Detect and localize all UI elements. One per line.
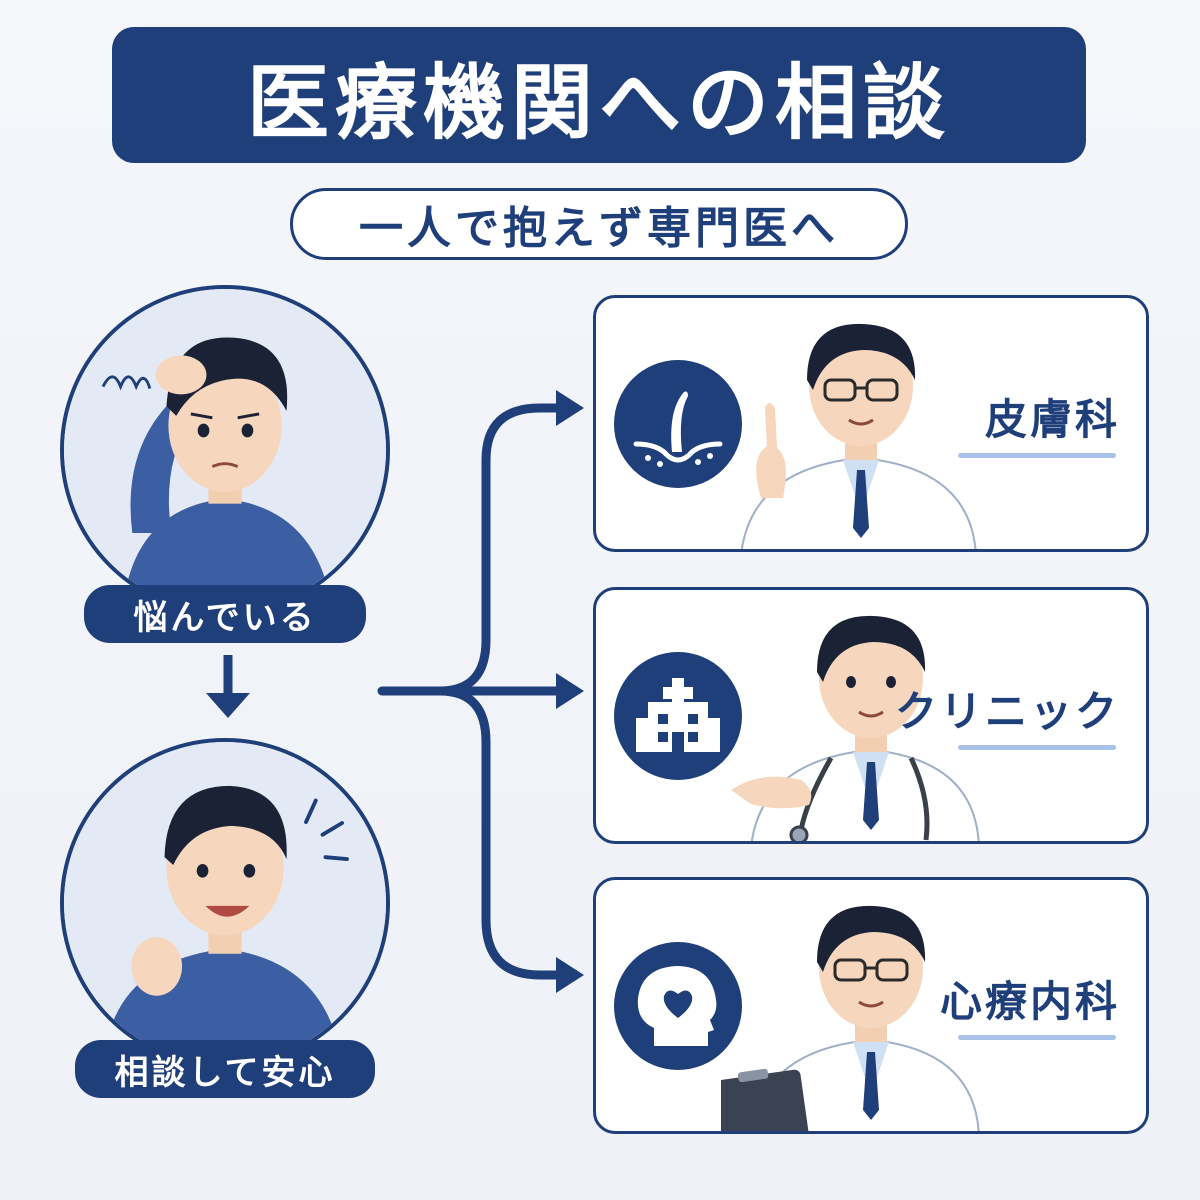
dept-underline <box>958 453 1116 458</box>
clinic-card: クリニック <box>593 587 1149 844</box>
title-banner: 医療機関への相談 <box>112 27 1086 163</box>
arrow-head-middle <box>556 673 584 709</box>
subtitle: 一人で抱えず専門医へ <box>359 203 839 254</box>
doctor-pointing-illustration <box>721 298 991 549</box>
dermatology-card: 皮膚科 <box>593 295 1149 552</box>
relieved-person-illustration <box>60 738 390 1068</box>
doctor-clipboard-illustration <box>721 880 991 1131</box>
down-arrow-icon <box>206 655 250 718</box>
branch-arrows <box>377 403 567 980</box>
psychosomatic-card: 心療内科 <box>593 877 1149 1134</box>
dept-underline <box>958 1035 1116 1040</box>
head-heart-icon <box>614 941 742 1070</box>
hair-follicle-icon <box>614 359 742 488</box>
subtitle-pill: 一人で抱えず専門医へ <box>290 188 908 260</box>
dept-name-dermatology: 皮膚科 <box>984 394 1120 444</box>
relieved-label: 相談して安心 <box>75 1040 375 1098</box>
arrow-head-bottom <box>556 957 584 993</box>
doctor-stethoscope-illustration <box>721 590 991 841</box>
dept-name-clinic: クリニック <box>894 686 1120 736</box>
page-title: 医療機関への相談 <box>246 55 951 151</box>
worried-label: 悩んでいる <box>84 585 366 643</box>
dept-name-psychosomatic: 心療内科 <box>939 976 1120 1026</box>
dept-underline <box>958 745 1116 750</box>
arrow-head-top <box>556 390 584 426</box>
hospital-icon <box>614 651 742 780</box>
worried-person-illustration <box>60 285 390 615</box>
